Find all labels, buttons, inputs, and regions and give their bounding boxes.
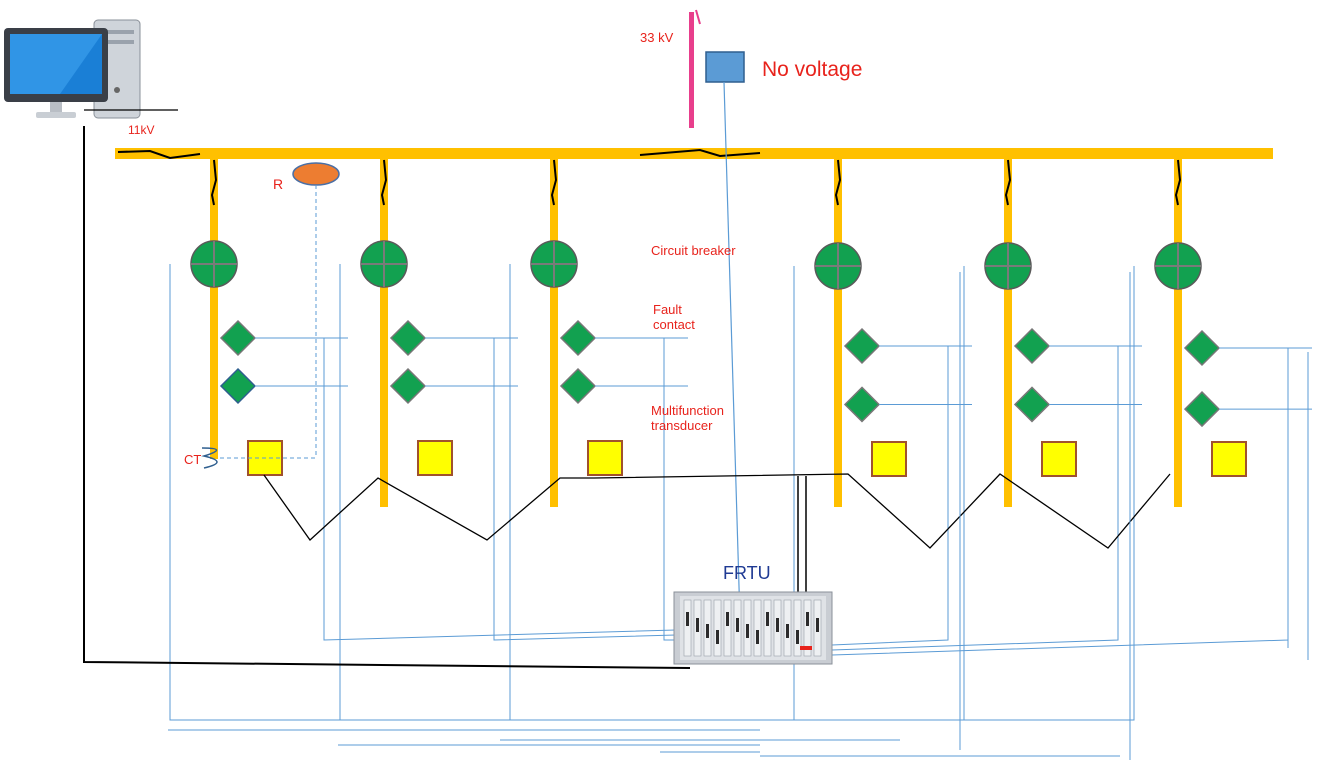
- rack-module-indicator: [746, 624, 749, 638]
- fault-contact-diamond: [389, 319, 427, 357]
- feeder-disconnect: [1004, 159, 1012, 206]
- fault-contact-diamond: [843, 386, 881, 423]
- contact-wire: [831, 348, 1289, 656]
- breaker-wire: [700, 266, 1135, 721]
- feeder-1: [169, 159, 700, 721]
- hv-bus-label: 33 kV: [640, 30, 674, 45]
- contact-wire: [831, 346, 949, 646]
- desktop-computer-icon: [4, 19, 141, 119]
- contact-wire: [663, 338, 676, 641]
- transducer-box: [1041, 441, 1077, 477]
- feeder-bar: [210, 159, 218, 459]
- relay-label: R: [273, 176, 284, 192]
- rack-slot: [713, 599, 722, 657]
- fault-contact-diamond: [1183, 391, 1221, 428]
- feeder-bar: [550, 159, 558, 507]
- relay: [292, 162, 340, 186]
- feeder-disconnect: [210, 159, 218, 206]
- feeder-disconnect: [380, 159, 388, 206]
- fault-contact-diamond: [1013, 327, 1051, 365]
- fault-contact-diamond: [389, 367, 427, 405]
- transducer-box: [417, 440, 453, 476]
- contact-wire: [831, 346, 1119, 651]
- rack-module-indicator: [786, 624, 789, 638]
- feeder-bar: [1174, 159, 1182, 507]
- rack-slot: [753, 599, 762, 657]
- feeders: [168, 159, 1312, 760]
- transducer-box: [871, 441, 907, 477]
- ct-label: CT: [184, 452, 202, 467]
- rack-module-indicator: [816, 618, 819, 632]
- rack-module-indicator: [756, 630, 759, 644]
- fault-contact-diamond: [559, 319, 597, 357]
- rack-module-indicator: [806, 612, 809, 626]
- feeder-3: [509, 159, 700, 721]
- transducer-box: [587, 440, 623, 476]
- fault-contact-label: Fault contact: [653, 302, 695, 332]
- rack-module-indicator: [706, 624, 709, 638]
- rack-module-indicator: [726, 612, 729, 626]
- frtu-label: FRTU: [723, 563, 771, 583]
- rack-slot: [803, 599, 812, 657]
- rack-status-led: [800, 646, 812, 650]
- rack-module-indicator: [766, 612, 769, 626]
- rack-slot: [793, 599, 802, 657]
- busbar-11kv: [115, 148, 1273, 160]
- voltage-transformer-box: [705, 51, 745, 83]
- contact-wire: [323, 338, 677, 641]
- rack-module-indicator: [796, 630, 799, 644]
- fault-contact-diamond: [1183, 329, 1221, 367]
- rack-module-indicator: [776, 618, 779, 632]
- rack-module-indicator: [736, 618, 739, 632]
- transducer-box: [1211, 441, 1247, 477]
- feeder-bar: [380, 159, 388, 507]
- current-transformer-coil: [201, 447, 218, 469]
- feeder-disconnect: [1174, 159, 1182, 206]
- fault-contact-diamond: [1013, 386, 1051, 423]
- multifunction-transducer-label: Multifunction transducer: [651, 403, 724, 433]
- no-voltage-label: No voltage: [762, 58, 863, 81]
- feeder-disconnect: [550, 159, 558, 206]
- fault-contact-diamond: [843, 327, 881, 365]
- rack-module-indicator: [716, 630, 719, 644]
- rack-slot: [723, 599, 732, 657]
- contact-wire: [493, 338, 677, 641]
- rack-slot: [763, 599, 772, 657]
- breaker-wire: [339, 264, 700, 721]
- circuit-breaker-label: Circuit breaker: [651, 243, 736, 258]
- feeder-disconnect: [834, 159, 842, 206]
- rack-module-indicator: [686, 612, 689, 626]
- lv-bus-label: 11kV: [128, 123, 155, 137]
- feeder-bar: [1004, 159, 1012, 507]
- transducer-link: [263, 473, 1171, 549]
- rack-module-indicator: [696, 618, 699, 632]
- fault-contact-diamond: [219, 367, 257, 405]
- busbar-33kv: [689, 9, 701, 128]
- feeder-2: [339, 159, 700, 721]
- breaker-wire: [509, 264, 700, 721]
- rack-unit-icon: [673, 591, 833, 665]
- feeder-bar: [834, 159, 842, 507]
- rack-slot: [683, 599, 692, 657]
- fault-contact-diamond: [559, 367, 597, 405]
- fault-contact-diamond: [219, 319, 257, 357]
